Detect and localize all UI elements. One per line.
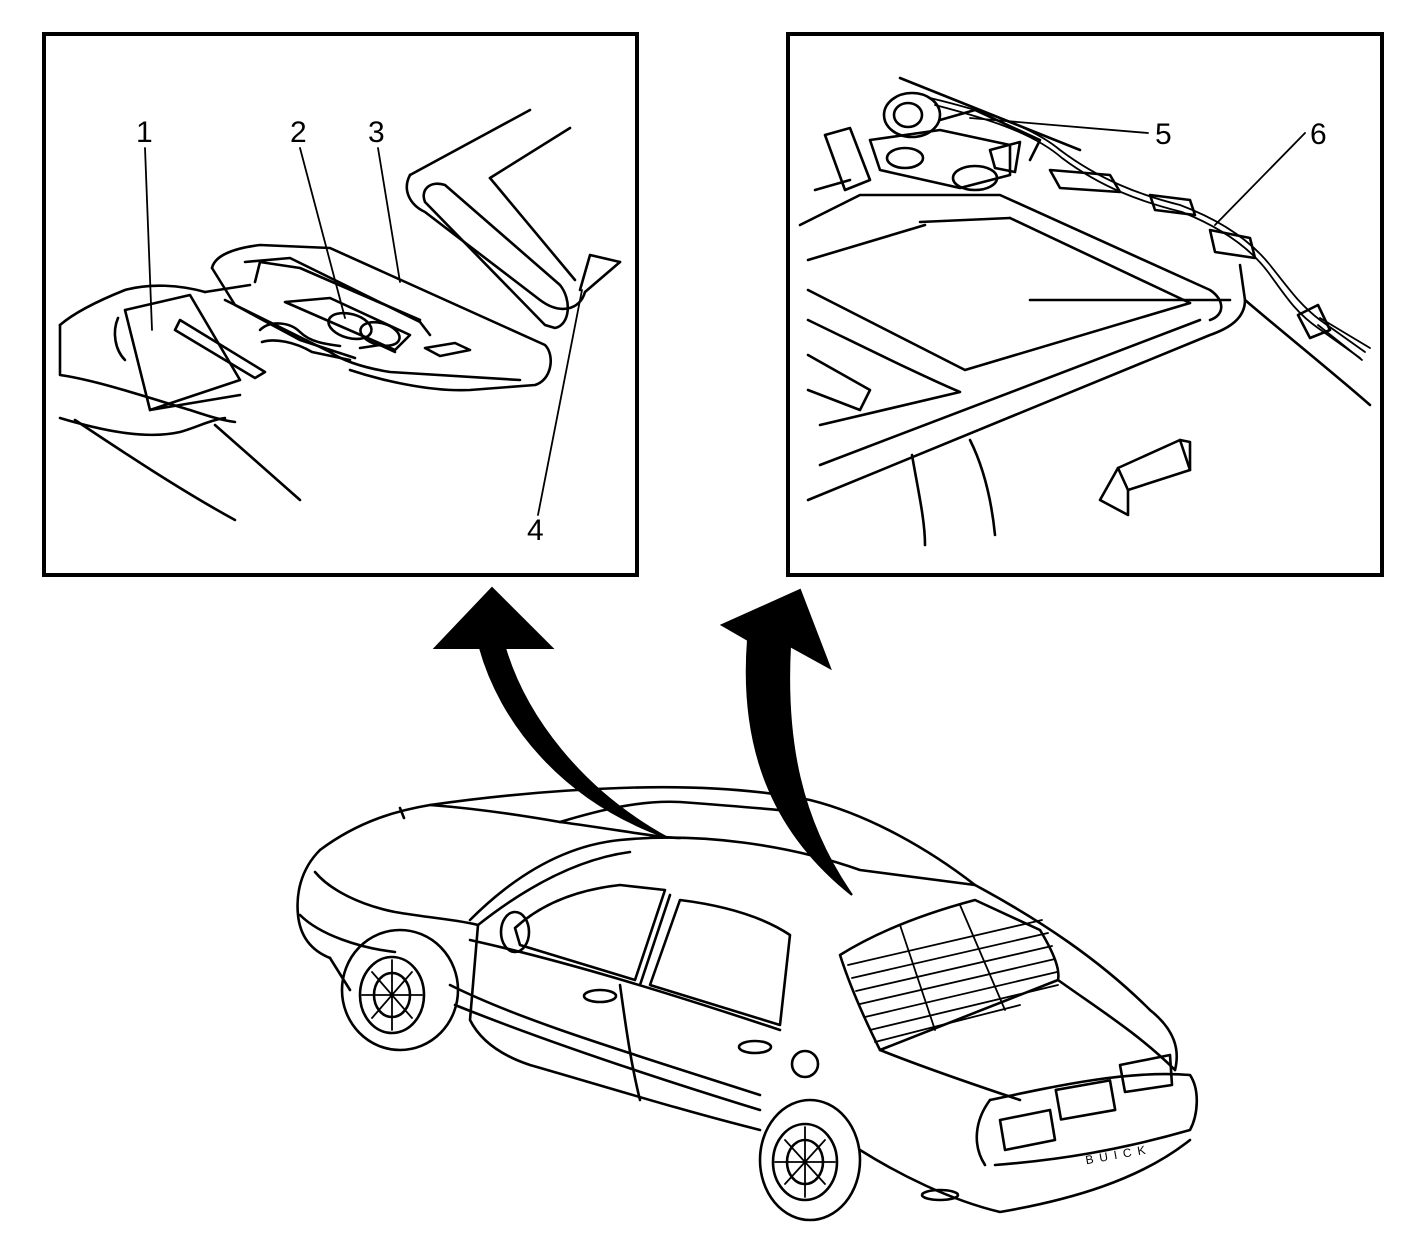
arrow-to-left-inset [432, 586, 669, 839]
vehicle-illustration: BUICK [296, 785, 1199, 1222]
callout-2: 2 [290, 116, 307, 149]
trunk-badge: BUICK [1084, 1142, 1152, 1167]
arrow-to-right-inset [719, 588, 853, 896]
callout-6: 6 [1310, 118, 1327, 151]
right-inset-sunroof-harness: 5 6 [786, 32, 1384, 577]
rear-wheel [758, 1098, 862, 1222]
callout-5: 5 [1155, 118, 1172, 151]
callout-4: 4 [527, 514, 544, 547]
callout-1: 1 [136, 116, 153, 149]
zoom-arrows [432, 586, 853, 896]
left-inset-overhead-console: 1 2 3 4 [42, 32, 639, 577]
front-wheel [340, 928, 460, 1052]
right-inset-frame [786, 32, 1384, 577]
callout-3: 3 [368, 116, 385, 149]
